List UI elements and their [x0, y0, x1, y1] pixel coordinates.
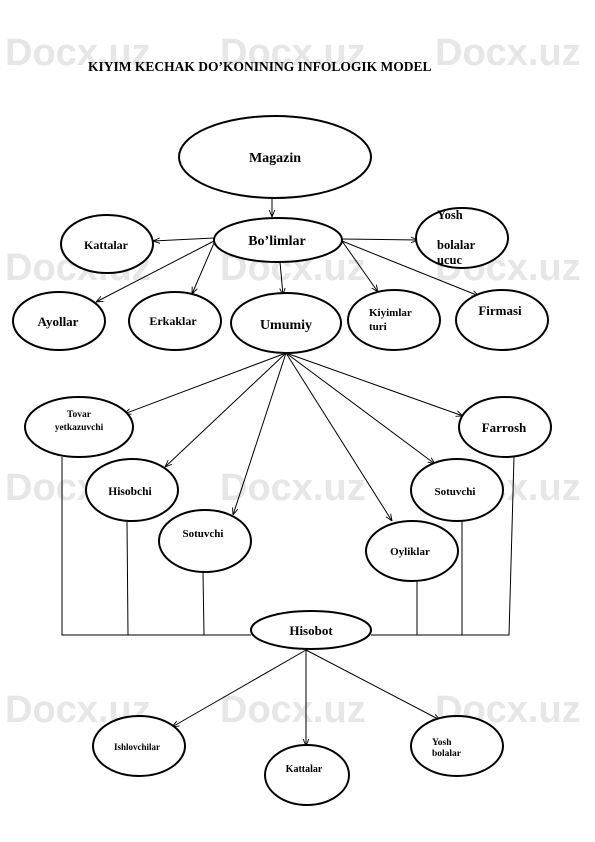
svg-text:Sotuvchi: Sotuvchi: [183, 528, 224, 540]
node-hisobchi: Hisobchi: [85, 458, 179, 522]
edge-umumiy-farrosh: [285, 352, 463, 416]
edge-umumiy-oyliklar: [285, 352, 392, 521]
node-oyliklar: Oyliklar: [365, 520, 459, 582]
svg-text:bolalar: bolalar: [432, 749, 462, 759]
node-sotuvchi-right: Sotuvchi: [410, 458, 504, 522]
svg-text:Docx.uz: Docx.uz: [5, 32, 151, 74]
node-kattalar-top: Kattalar: [60, 214, 154, 274]
svg-text:Erkaklar: Erkaklar: [149, 314, 197, 328]
svg-text:Hisobot: Hisobot: [289, 623, 333, 638]
node-firmasi: Firmasi: [455, 289, 549, 351]
edge-bolimlar-ayollar: [96, 240, 215, 302]
edge-umumiy-sotuvchi-right: [285, 352, 435, 464]
node-hisobot: Hisobot: [250, 610, 372, 650]
edge-hisobot-ishlovchilar: [172, 649, 307, 727]
svg-text:Firmasi: Firmasi: [478, 303, 522, 318]
svg-text:Kattalar: Kattalar: [286, 764, 323, 775]
edge-hisobot-yosh-bolalar: [305, 649, 440, 720]
svg-text:Docx.uz: Docx.uz: [220, 32, 366, 74]
edge-umumiy-hisobchi: [165, 352, 287, 467]
svg-text:Magazin: Magazin: [249, 151, 301, 166]
node-farrosh: Farrosh: [458, 396, 552, 458]
svg-text:Umumiy: Umumiy: [260, 318, 312, 333]
svg-text:bolalar: bolalar: [437, 238, 476, 252]
node-ayollar: Ayollar: [12, 291, 106, 351]
node-ishlovchilar: Ishlovchilar: [92, 715, 186, 777]
svg-text:ucuc: ucuc: [437, 253, 462, 267]
svg-text:Yosh: Yosh: [432, 738, 452, 748]
svg-text:Sotuvchi: Sotuvchi: [435, 486, 476, 498]
edge-bolimlar-firmasi: [341, 240, 479, 297]
svg-text:Bo’limlar: Bo’limlar: [248, 234, 306, 249]
svg-text:Yosh: Yosh: [437, 208, 463, 222]
bus-line: [61, 457, 251, 636]
node-kattalar-bottom: Kattalar: [264, 744, 350, 806]
edge-umumiy-sotuvchi-mid: [233, 352, 287, 515]
node-erkaklar: Erkaklar: [128, 291, 222, 351]
node-bolimlar: Bo’limlar: [213, 217, 343, 263]
connectors: [61, 198, 515, 746]
svg-text:Docx.uz: Docx.uz: [220, 689, 366, 731]
node-kiyimlar-turi: Kiyimlar turi: [347, 289, 441, 351]
node-yosh-bolalar-bottom: Yosh bolalar: [410, 715, 504, 777]
svg-text:turi: turi: [369, 321, 387, 333]
node-tovar-yetkazuvchi: Tovar yetkazuvchi: [24, 396, 134, 458]
svg-text:yetkazuvchi: yetkazuvchi: [55, 423, 104, 433]
node-sotuvchi-mid: Sotuvchi: [158, 509, 252, 573]
svg-text:Docx.uz: Docx.uz: [220, 467, 366, 509]
edge-bolimlar-kattalar: [153, 238, 215, 241]
svg-text:Oyliklar: Oyliklar: [390, 546, 430, 558]
svg-text:Ayollar: Ayollar: [38, 314, 79, 329]
svg-text:Kattalar: Kattalar: [84, 238, 129, 252]
svg-text:Kiyimlar: Kiyimlar: [369, 307, 412, 319]
edge-bolimlar-umumiy: [280, 261, 283, 295]
node-umumiy: Umumiy: [230, 292, 342, 354]
svg-text:Farrosh: Farrosh: [482, 420, 527, 435]
svg-text:Hisobchi: Hisobchi: [108, 486, 152, 498]
svg-text:Ishlovchilar: Ishlovchilar: [114, 742, 160, 752]
edge-bolimlar-erkaklar: [192, 242, 215, 294]
diagram-title: KIYIM KECHAK DO’KONINING INFOLOGIK MODEL: [88, 59, 432, 74]
edge-bolimlar-kiyimlar-turi: [341, 240, 378, 292]
svg-text:Docx.uz: Docx.uz: [435, 32, 581, 74]
svg-text:Tovar: Tovar: [67, 410, 92, 420]
node-yosh-bolalar-top: Yosh bolalar ucuc: [415, 207, 509, 269]
edge-umumiy-tovar-yetkazuvchi: [124, 352, 287, 414]
node-magazin: Magazin: [178, 115, 372, 199]
edge-bolimlar-yosh-bolalar: [341, 239, 418, 240]
